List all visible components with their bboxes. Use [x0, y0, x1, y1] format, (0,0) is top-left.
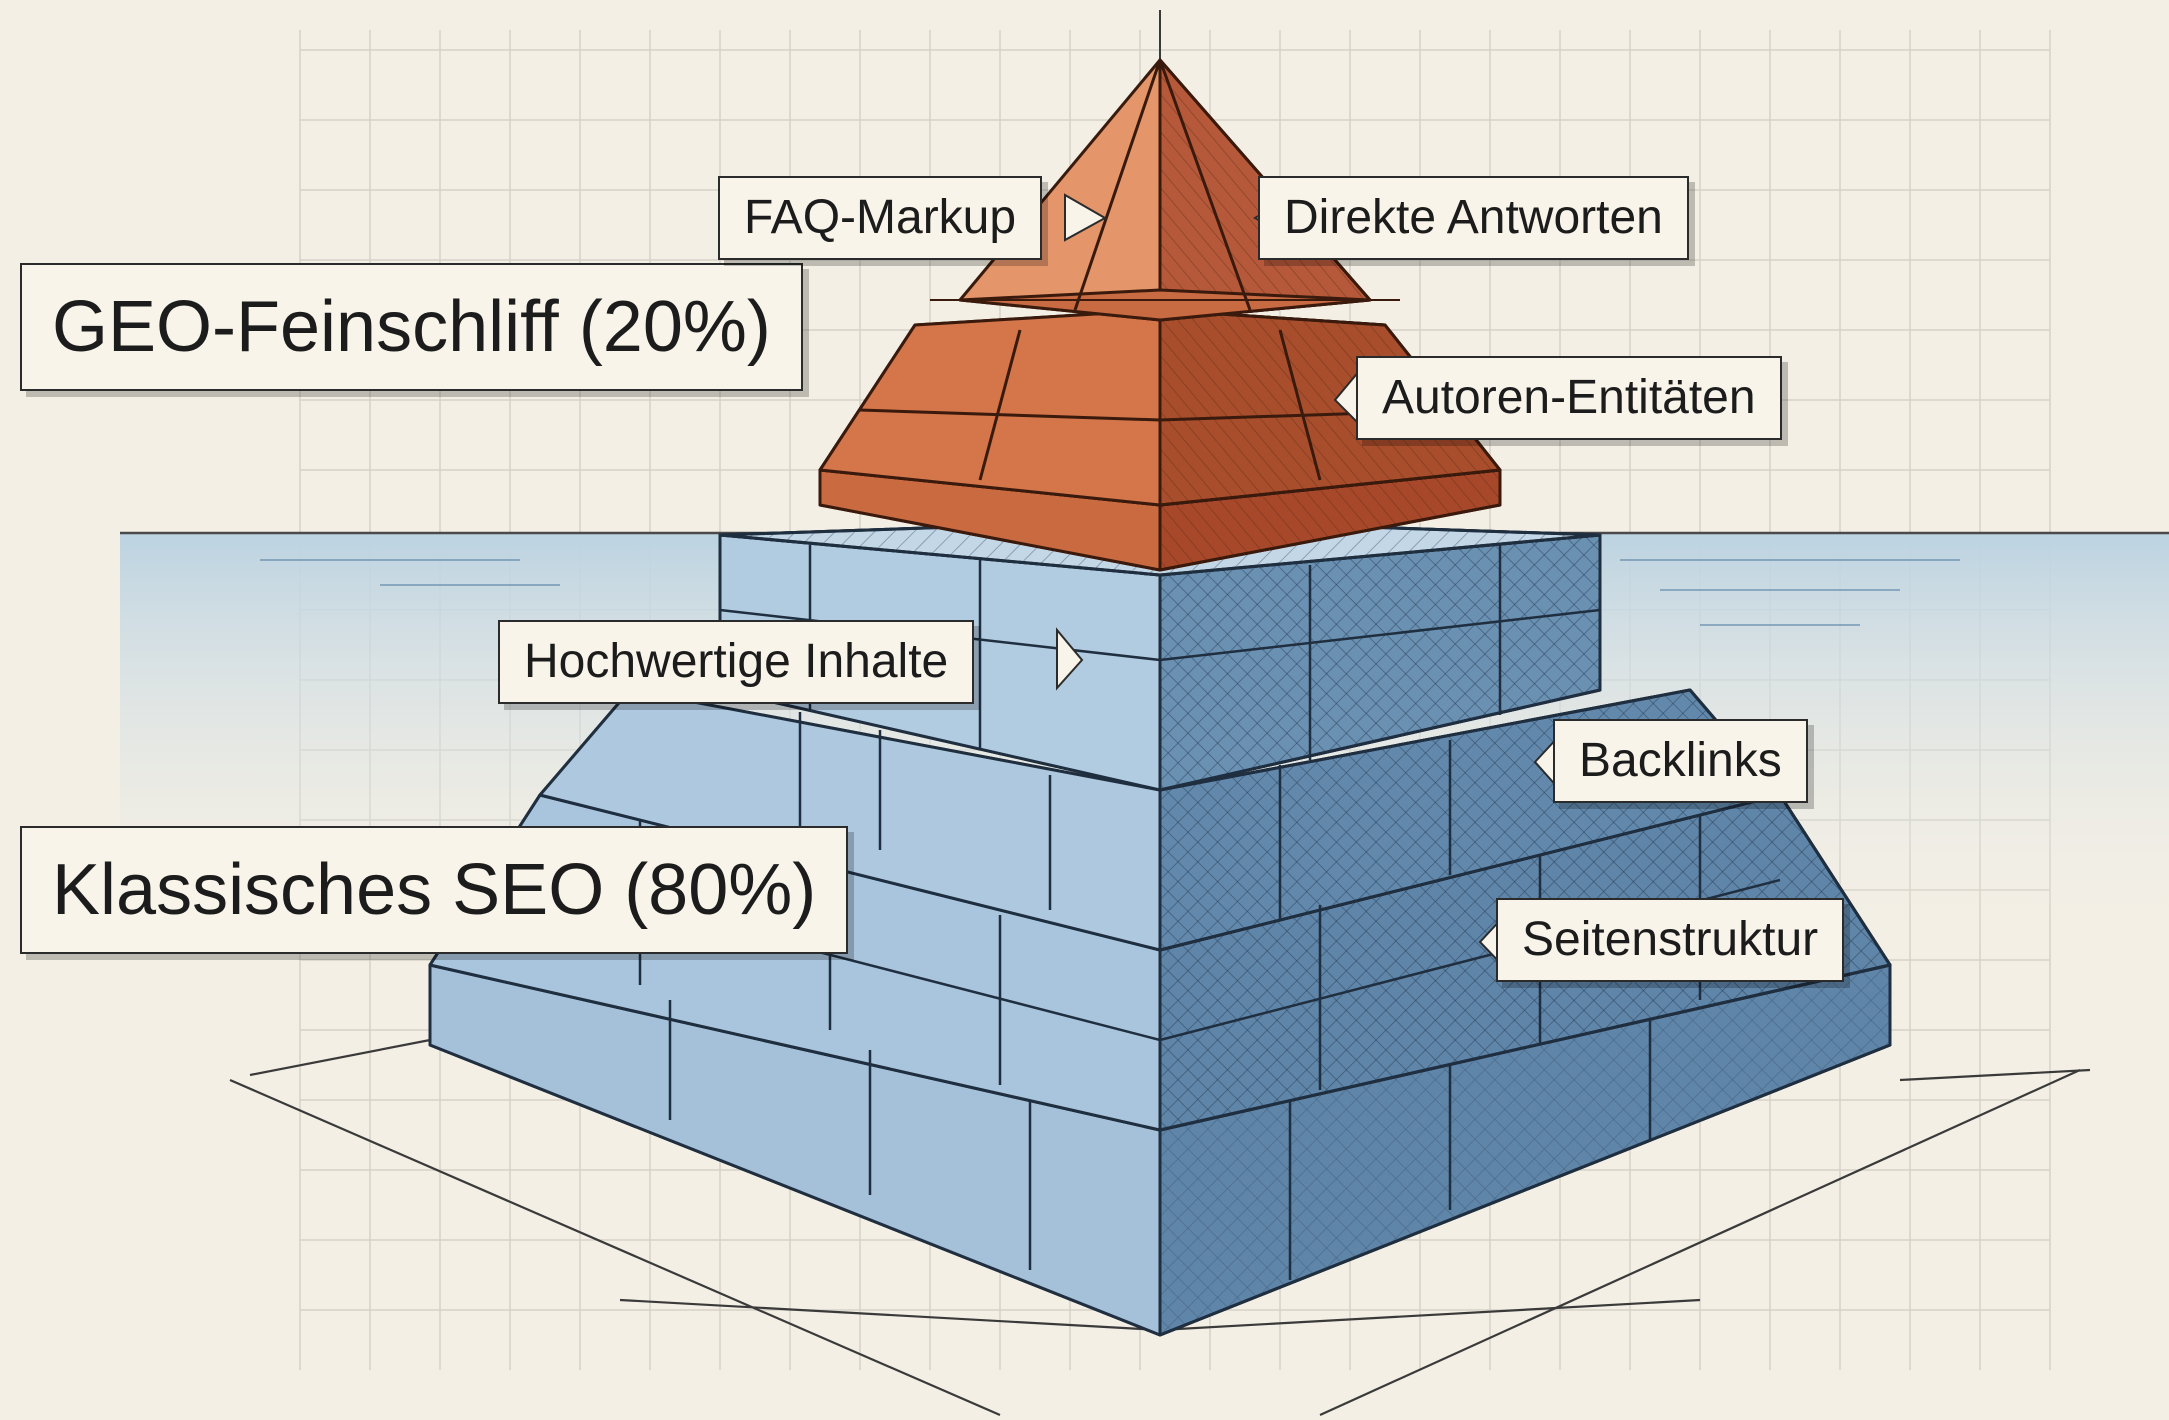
callout-autoren-entitaeten-text: Autoren-Entitäten: [1382, 371, 1756, 424]
ground-lines: [229, 1038, 2091, 1417]
callout-backlinks-text: Backlinks: [1579, 734, 1782, 787]
geo-feinschliff-text: GEO-Feinschliff (20%): [52, 287, 771, 367]
water-ripples: [260, 559, 1960, 626]
callout-seitenstruktur: Seitenstruktur: [1496, 898, 1845, 982]
klassisches-seo-label: Klassisches SEO (80%): [20, 826, 849, 954]
callout-direkte-antworten: Direkte Antworten: [1258, 176, 1689, 260]
geo-feinschliff-label: GEO-Feinschliff (20%): [20, 263, 803, 391]
copper-pyramid: [818, 58, 1502, 572]
klassisches-seo-text: Klassisches SEO (80%): [52, 850, 817, 930]
callout-faq-markup: FAQ-Markup: [718, 176, 1043, 260]
callout-backlinks: Backlinks: [1553, 719, 1808, 803]
callout-direkte-antworten-text: Direkte Antworten: [1284, 191, 1663, 244]
callout-hochwertige-inhalte-text: Hochwertige Inhalte: [524, 635, 949, 688]
callout-hochwertige-inhalte: Hochwertige Inhalte: [498, 620, 975, 704]
callout-seitenstruktur-text: Seitenstruktur: [1522, 913, 1819, 966]
callout-faq-markup-text: FAQ-Markup: [744, 191, 1017, 244]
callout-autoren-entitaeten: Autoren-Entitäten: [1356, 356, 1782, 440]
